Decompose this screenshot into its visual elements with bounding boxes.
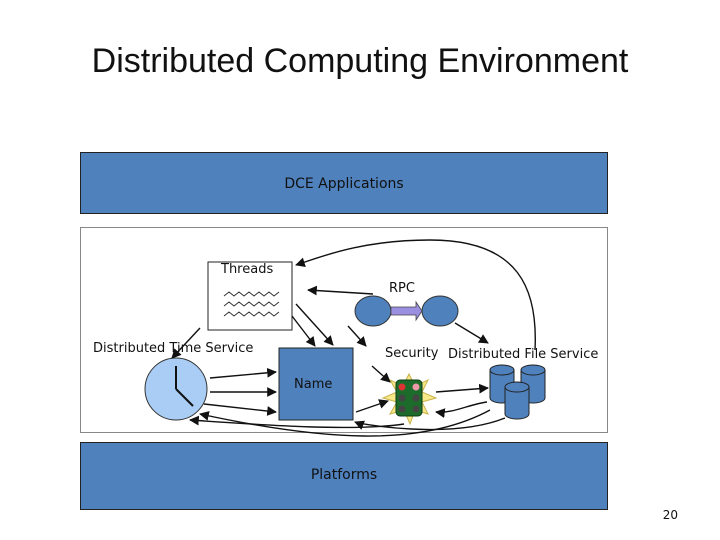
rpc-label: RPC [389,281,415,296]
name-box [278,347,354,421]
dce-applications-layer: DCE Applications [80,152,608,214]
security-label: Security [385,346,439,361]
threads-wave-icon [223,291,280,317]
dce-applications-label: DCE Applications [284,176,404,192]
threads-box [207,261,293,331]
clock-icon [144,357,208,421]
rpc-node-right [421,295,459,327]
platforms-layer: Platforms [80,442,608,510]
file-service-label: Distributed File Service [448,347,599,362]
security-light-icon [381,372,438,426]
name-label: Name [294,377,333,392]
platforms-label: Platforms [310,467,378,483]
threads-label: Threads [221,262,274,277]
page-number: 20 [662,508,678,522]
rpc-connector-arrow [390,300,423,322]
page-title: Distributed Computing Environment [91,42,629,80]
connector-arrows [171,239,537,437]
file-service-disks-icon [489,364,546,420]
time-service-label: Distributed Time Service [93,341,254,356]
rpc-node-left [354,295,392,327]
